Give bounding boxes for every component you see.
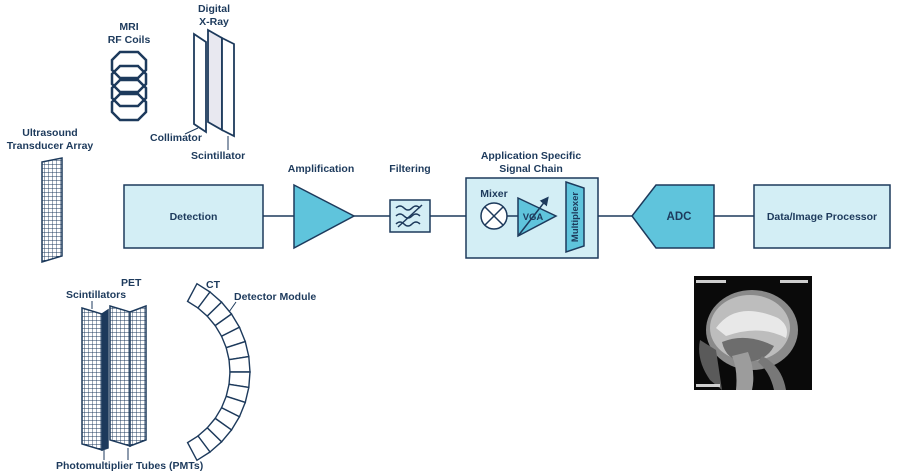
xray-plates-icon (193, 28, 235, 138)
mri-scan-image (694, 276, 812, 390)
pet-scintillator-blocks-icon (81, 304, 147, 452)
mixer-label: Mixer (480, 188, 507, 200)
asic-label-line1: Application Specific (481, 150, 582, 162)
adc-block (631, 184, 715, 249)
ultrasound-array-icon (41, 157, 63, 264)
mri-label-line1: MRI (119, 21, 138, 33)
xray-label-line1: Digital (198, 3, 230, 15)
detection-block (123, 184, 264, 249)
collimator-leader (184, 127, 199, 135)
scintillator-label: Scintillator (191, 150, 245, 162)
xray-label-line2: X-Ray (199, 16, 229, 28)
amplifier-triangle-icon (293, 183, 356, 250)
ct-detector-arc-icon (186, 282, 251, 462)
multiplexer-label: Multiplexer (570, 192, 581, 242)
mri-label-line2: RF Coils (108, 34, 151, 46)
adc-label: ADC (667, 211, 692, 223)
pet-label: PET (121, 277, 142, 289)
ultrasound-label-line1: Ultrasound (22, 127, 77, 139)
ct-detector-cell (186, 435, 211, 462)
processor-label: Data/Image Processor (767, 211, 877, 223)
mri-rf-coils-icon (110, 50, 148, 122)
vga-label: VGA (523, 212, 544, 223)
filter-icon (389, 199, 431, 233)
ct-label: CT (206, 279, 221, 291)
multiplexer-icon (565, 180, 585, 254)
scintillators-label: Scintillators (66, 289, 126, 301)
ct-detector-cell (228, 355, 251, 373)
processor-block (753, 184, 891, 249)
amplification-label: Amplification (288, 163, 355, 175)
asic-label-line2: Signal Chain (499, 163, 563, 175)
collimator-label: Collimator (150, 132, 202, 144)
filtering-label: Filtering (389, 163, 430, 175)
mixer-icon (480, 202, 508, 230)
detector-module-label: Detector Module (234, 291, 316, 303)
pmt-label: Photomultiplier Tubes (PMTs) (56, 460, 203, 472)
ultrasound-label-line2: Transducer Array (7, 140, 94, 152)
detection-label: Detection (170, 211, 218, 223)
vga-icon (517, 196, 558, 238)
